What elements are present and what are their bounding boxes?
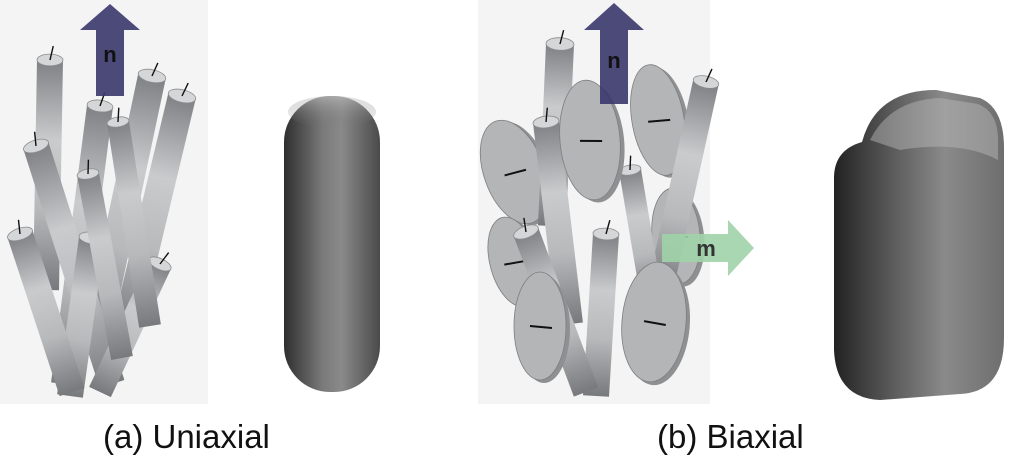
rod-molecule xyxy=(23,131,125,388)
disc-molecule xyxy=(513,271,570,383)
rod-molecule xyxy=(76,159,133,360)
director-m-arrow-biaxial: m xyxy=(662,220,754,276)
biaxial-ellipsoid xyxy=(834,90,1004,400)
director-n-label-biaxial: n xyxy=(607,48,620,73)
rod-molecule xyxy=(7,219,85,397)
rod-molecule xyxy=(106,107,161,328)
director-n-arrow-biaxial: n xyxy=(584,3,644,104)
caption-biaxial: (b) Biaxial xyxy=(657,418,804,455)
rod-molecule xyxy=(532,107,583,326)
disc-molecule xyxy=(479,119,553,226)
uniaxial-ellipsoid xyxy=(284,96,380,392)
director-n-arrow-uniaxial: n xyxy=(80,4,140,96)
director-n-label-uniaxial: n xyxy=(103,42,116,67)
disc-molecule xyxy=(621,261,691,386)
uniaxial-rods xyxy=(7,45,197,398)
disc-molecule xyxy=(559,79,625,203)
caption-uniaxial: (a) Uniaxial xyxy=(103,418,270,455)
disc-molecule xyxy=(630,64,690,178)
rod-molecule xyxy=(583,220,620,397)
director-m-label-biaxial: m xyxy=(696,236,716,261)
